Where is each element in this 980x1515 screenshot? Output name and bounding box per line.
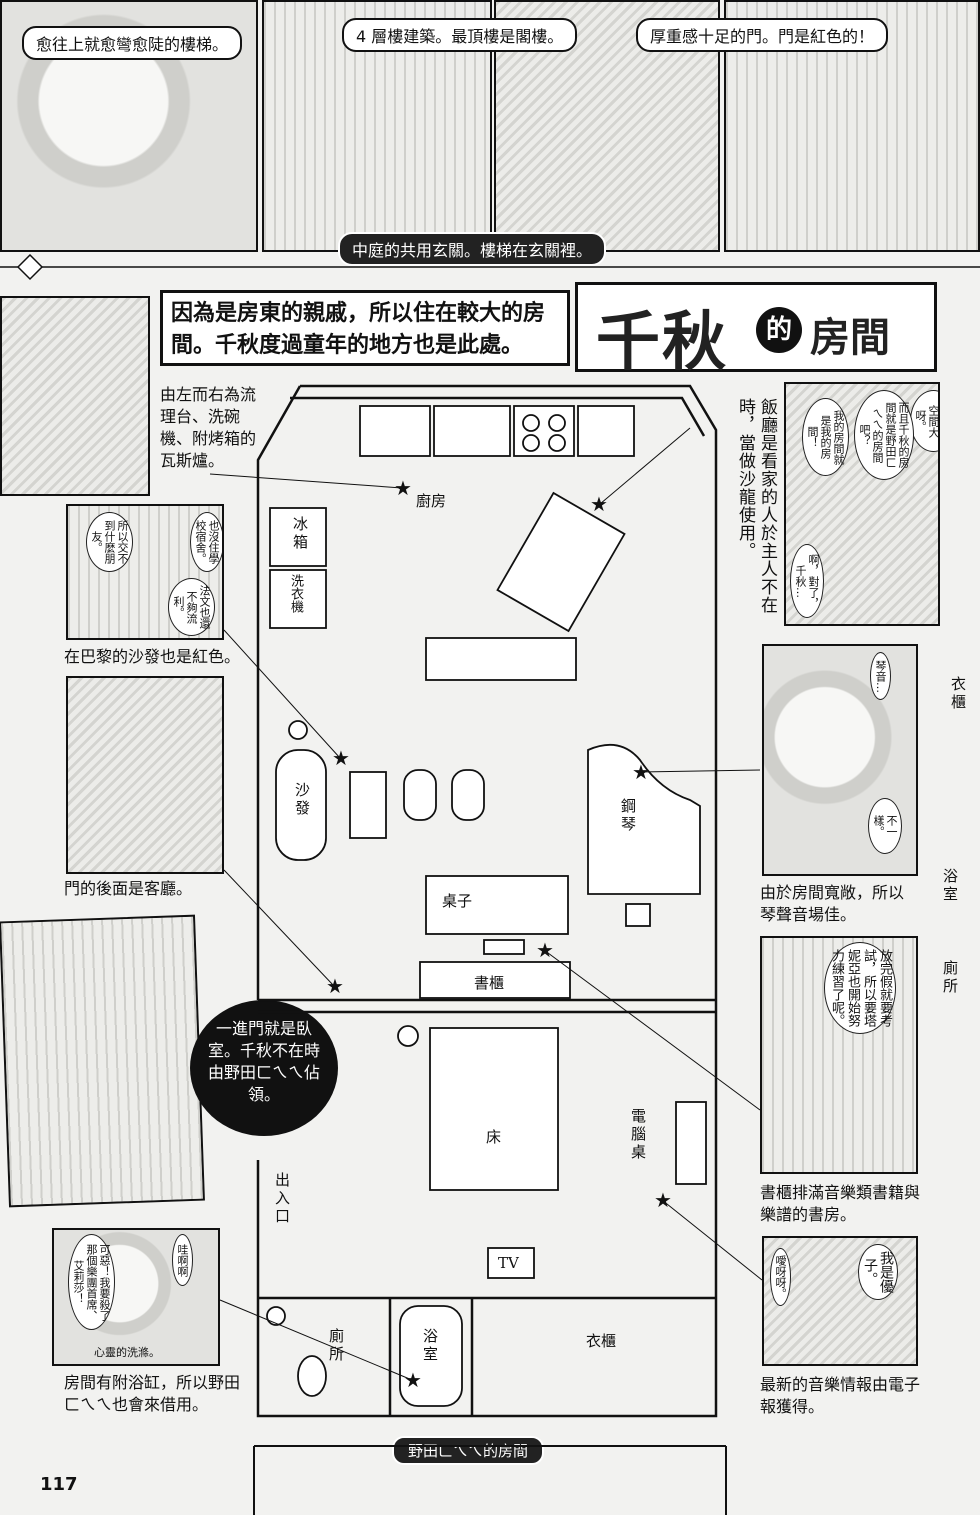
footer-border (253, 1445, 727, 1515)
sofa-speech-2: 所以交不到什麼朋友。 (86, 512, 133, 572)
email-speech-2: 噯呀呀。 (770, 1248, 791, 1306)
headline-text: 因為是房東的親戚，所以住在較大的房間。千秋度過童年的地方也是此處。 (160, 290, 570, 366)
study-photo-panel: 放完假就要考試，所以要塔妮亞也開始努力練習了呢。 (760, 936, 918, 1174)
kitchen-note: 由左而右為流理台、洗碗機、附烤箱的瓦斯爐。 (160, 385, 257, 470)
plan-entrance: 出入口 (273, 1172, 291, 1226)
title-particle: 的 (756, 307, 802, 353)
star-sofa-marker: ★ (332, 746, 350, 770)
door-caption: 厚重感十足的門。門是紅色的！ (636, 18, 889, 52)
kitchen-photo-panel (0, 296, 150, 496)
star-computer-marker: ★ (654, 1188, 672, 1212)
strip-closet: 衣櫃 (949, 676, 967, 712)
title-room: 房間 (810, 314, 890, 361)
page-number: 117 (40, 1474, 78, 1495)
plan-desk: 桌子 (442, 892, 473, 910)
plan-bed: 床 (486, 1128, 502, 1146)
plan-bathroom: 浴室 (421, 1328, 439, 1364)
section-divider (0, 253, 980, 281)
sofa-note: 在巴黎的沙發也是紅色。 (64, 647, 241, 666)
bath-note: 房間有附浴缸，所以野田ㄈㄟㄟ也會來借用。 (64, 1373, 241, 1414)
bookshelf-note: 書櫃排滿音樂類書籍與樂譜的書房。 (760, 1183, 921, 1224)
bath-speech-3: 心靈的洗滌。 (94, 1346, 160, 1359)
courtyard-caption: 中庭的共用玄關。樓梯在玄關裡。 (338, 232, 607, 266)
title-name: 千秋 (596, 305, 728, 380)
bath-photo-panel: 哇啊啊 可惡！我要殺了那個樂團首席、艾莉莎！ 心靈的洗滌。 (52, 1228, 220, 1366)
plan-piano: 鋼琴 (619, 798, 637, 834)
strip-toilet: 廁所 (941, 960, 959, 996)
piano-speech-1: 琴音… (870, 652, 891, 700)
dining-speech-2: 而且千秋的房間就是野田ㄈㄟㄟ的房間吧？ (854, 390, 914, 480)
door-photo-panel (66, 676, 224, 874)
email-photo-panel: 我是優子。 噯呀呀。 (762, 1236, 918, 1366)
stairs-caption: 愈往上就愈彎愈陡的樓梯。 (22, 26, 243, 60)
bath-speech-1: 哇啊啊 (172, 1234, 193, 1286)
piano-note: 由於房間寬敞，所以琴聲音場佳。 (760, 883, 905, 924)
dining-speech-3: 我的房間就是我的房間！ (802, 398, 849, 476)
bedroom-photo-panel (0, 914, 205, 1208)
plan-toilet: 廁所 (327, 1328, 345, 1364)
sofa-photo-panel: 也沒住學校宿舍。 所以交不到什麼朋友。 法文也還不夠流利。 (66, 504, 224, 640)
star-desk-marker: ★ (536, 938, 554, 962)
door-note: 門的後面是客廳。 (64, 879, 193, 898)
plan-fridge: 冰箱 (291, 516, 309, 552)
building-caption: 4 層樓建築。最頂樓是閣樓。 (342, 18, 578, 52)
noda-room-label: 野田ㄈㄟㄟ的房間 (392, 1436, 545, 1465)
study-speech-1: 放完假就要考試，所以要塔妮亞也開始努力練習了呢。 (824, 942, 896, 1034)
plan-closet: 衣櫃 (586, 1332, 617, 1350)
strip-bath: 浴室 (941, 868, 959, 904)
plan-tv: TV (498, 1254, 519, 1272)
sofa-speech-3: 法文也還不夠流利。 (168, 578, 215, 636)
star-piano-marker: ★ (632, 760, 650, 784)
piano-photo-panel: 琴音… 不一樣。 (762, 644, 918, 876)
star-door-marker: ★ (326, 974, 344, 998)
plan-washer: 洗衣機 (288, 574, 303, 613)
dining-speech-4: 啊，對了，千秋… (790, 544, 824, 618)
plan-computer-desk: 電腦桌 (629, 1108, 647, 1162)
email-note: 最新的音樂情報由電子報獲得。 (760, 1375, 921, 1416)
piano-speech-2: 不一樣。 (868, 798, 902, 854)
email-speech-1: 我是優子。 (858, 1244, 898, 1300)
bath-speech-2: 可惡！我要殺了那個樂團首席、艾莉莎！ (68, 1234, 115, 1330)
dining-note: 飯廳是看家的人於主人不在時，當做沙龍使用。 (735, 398, 777, 614)
star-kitchen-marker: ★ (394, 476, 412, 500)
plan-sofa: 沙發 (293, 782, 311, 818)
plan-bookshelf: 書櫃 (474, 974, 505, 992)
star-dining-marker: ★ (590, 492, 608, 516)
plan-kitchen: 廚房 (416, 492, 447, 510)
page-title: 千秋 的 房間 (575, 282, 937, 380)
dining-photo-panel: 因為這裡空間大呀。 而且千秋的房間就是野田ㄈㄟㄟ的房間吧？ 我的房間就是我的房間… (784, 382, 940, 626)
star-bath-marker: ★ (404, 1368, 422, 1392)
sofa-speech-1: 也沒住學校宿舍。 (190, 512, 222, 572)
bedroom-bubble: 一進門就是臥室。千秋不在時由野田ㄈㄟㄟ佔領。 (190, 1000, 338, 1136)
bedroom-bubble-text: 一進門就是臥室。千秋不在時由野田ㄈㄟㄟ佔領。 (208, 1019, 321, 1104)
